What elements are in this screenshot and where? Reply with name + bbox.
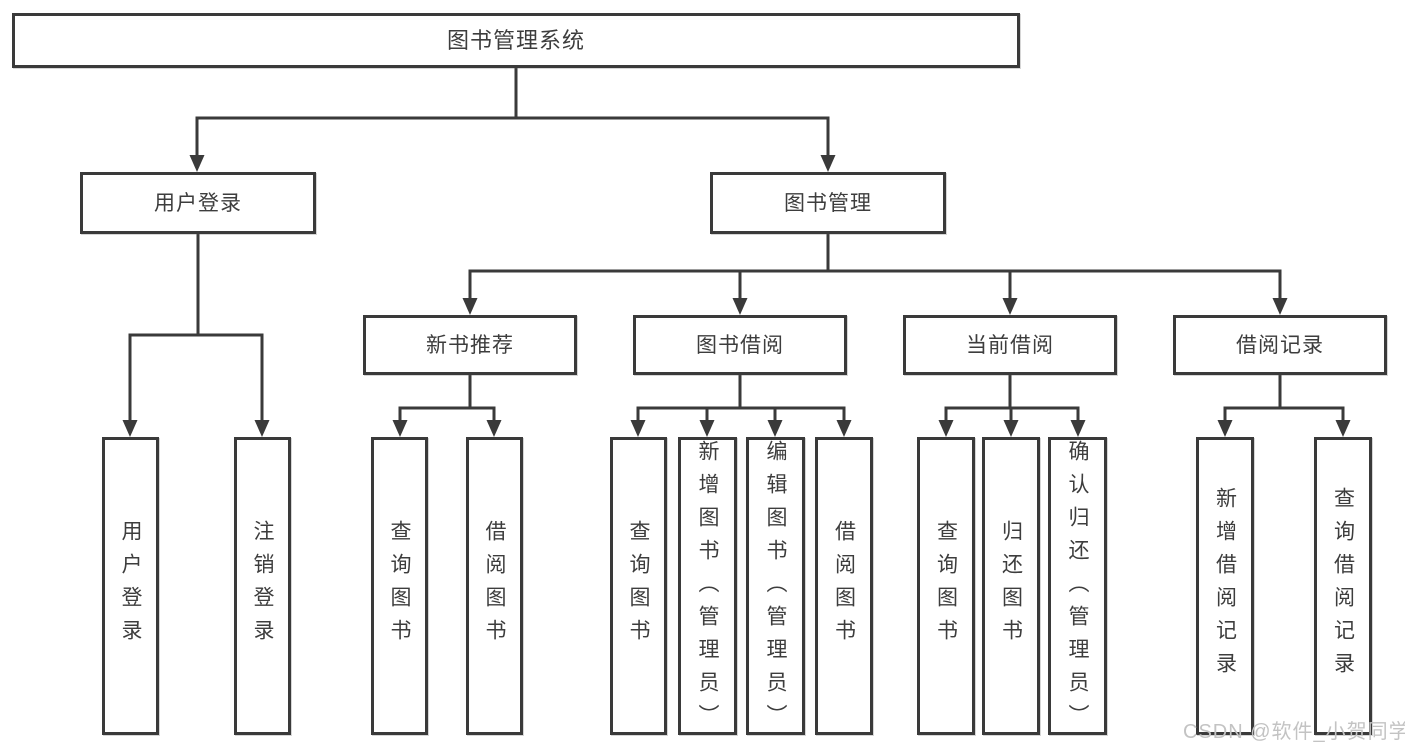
- node-br-query-record-label: 查询借阅记录: [1331, 487, 1355, 685]
- arrowheads: [122, 155, 1351, 437]
- arrowhead-icon: [820, 155, 836, 172]
- node-new-book-recommend: 新书推荐: [363, 315, 577, 375]
- connector-paths: [128, 66, 1345, 421]
- arrowhead-icon: [486, 420, 502, 437]
- node-cb-confirm-return-admin: 确认归还（管理员）: [1048, 437, 1107, 737]
- node-bb-edit-books-admin: 编辑图书（管理员）: [746, 437, 805, 737]
- node-root-label: 图书管理系统: [446, 27, 585, 53]
- arrowhead-icon: [938, 420, 954, 437]
- node-bb-add-books-admin: 新增图书（管理员）: [678, 437, 737, 737]
- node-book-management-label: 图书管理: [784, 191, 872, 215]
- node-bb-borrow-books: 借阅图书: [815, 437, 873, 735]
- node-login-action-label: 用户登录: [119, 520, 142, 652]
- node-borrowing-records: 借阅记录: [1173, 315, 1387, 375]
- node-book-borrowing: 图书借阅: [633, 315, 847, 375]
- arrowhead-icon: [1217, 420, 1233, 437]
- node-nb-query-books-label: 查询图书: [388, 520, 411, 652]
- arrowhead-icon: [1070, 420, 1086, 437]
- node-bb-borrow-books-label: 借阅图书: [832, 520, 856, 652]
- node-bb-add-books-admin-label: 新增图书（管理员）: [696, 440, 719, 737]
- arrowhead-icon: [189, 155, 205, 172]
- node-current-borrowing: 当前借阅: [903, 315, 1117, 375]
- node-borrowing-records-label: 借阅记录: [1236, 333, 1324, 357]
- arrowhead-icon: [1002, 298, 1018, 315]
- node-bb-query-books-label: 查询图书: [627, 520, 650, 652]
- arrowhead-icon: [1335, 420, 1351, 437]
- arrowhead-icon: [1003, 420, 1019, 437]
- arrowhead-icon: [836, 420, 852, 437]
- node-cb-query-books: 查询图书: [917, 437, 975, 735]
- arrowhead-icon: [699, 420, 715, 437]
- node-nb-borrow-books: 借阅图书: [466, 437, 523, 735]
- node-bb-query-books: 查询图书: [610, 437, 667, 735]
- node-user-login-label: 用户登录: [154, 191, 242, 215]
- node-cb-query-books-label: 查询图书: [934, 520, 958, 652]
- arrowhead-icon: [254, 420, 270, 437]
- node-cb-return-books: 归还图书: [982, 437, 1040, 735]
- node-current-borrowing-label: 当前借阅: [966, 333, 1054, 357]
- watermark: CSDN @软件_小贺同学: [1183, 721, 1405, 743]
- node-br-add-record-label: 新增借阅记录: [1213, 487, 1237, 685]
- node-br-add-record: 新增借阅记录: [1196, 437, 1254, 735]
- node-nb-borrow-books-label: 借阅图书: [483, 520, 506, 652]
- node-nb-query-books: 查询图书: [371, 437, 428, 735]
- arrowhead-icon: [1272, 298, 1288, 315]
- arrowhead-icon: [392, 420, 408, 437]
- node-user-login: 用户登录: [80, 172, 316, 234]
- node-logout-action-label: 注销登录: [251, 520, 274, 652]
- node-cb-return-books-label: 归还图书: [999, 520, 1023, 652]
- arrowhead-icon: [462, 298, 478, 315]
- arrowhead-icon: [122, 420, 138, 437]
- node-book-borrowing-label: 图书借阅: [696, 333, 784, 357]
- arrowhead-icon: [732, 298, 748, 315]
- arrowhead-icon: [630, 420, 646, 437]
- node-new-book-recommend-label: 新书推荐: [426, 333, 514, 357]
- node-bb-edit-books-admin-label: 编辑图书（管理员）: [764, 440, 787, 737]
- node-root: 图书管理系统: [12, 13, 1020, 68]
- node-cb-confirm-return-admin-label: 确认归还（管理员）: [1066, 440, 1089, 737]
- arrowhead-icon: [767, 420, 783, 437]
- node-logout-action: 注销登录: [234, 437, 291, 735]
- node-book-management: 图书管理: [710, 172, 946, 234]
- node-br-query-record: 查询借阅记录: [1314, 437, 1372, 735]
- node-login-action: 用户登录: [102, 437, 159, 735]
